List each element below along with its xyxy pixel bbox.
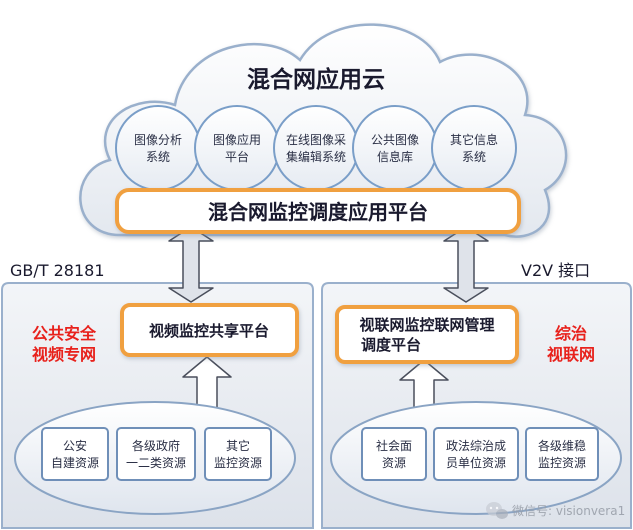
resource-box-other-monitoring: 其它 监控资源 — [204, 427, 272, 481]
resource-box-label: 各级政府 — [132, 438, 180, 453]
vision-network-platform-label: 视联网监控联网管理 — [359, 316, 494, 334]
video-sharing-platform-box — [120, 303, 299, 357]
resource-box-social: 社会面 资源 — [361, 427, 427, 481]
vision-network-platform-label: 调度平台 — [361, 336, 421, 354]
app-circle-label: 图像分析 — [134, 133, 182, 147]
video-sharing-platform-label: 视频监控共享平台 — [149, 322, 269, 340]
right-network-name: 综治 — [555, 324, 587, 343]
hybrid-dispatch-platform-bar — [115, 188, 521, 234]
resource-box-label: 员单位资源 — [446, 455, 506, 470]
left-resource-list: 公安 自建资源 各级政府 一二类资源 其它 监控资源 — [41, 427, 272, 481]
app-circle-label: 图像应用 — [213, 132, 261, 147]
resource-box-label: 一二类资源 — [126, 456, 186, 470]
app-circle-image-application: 图像应用 平台 — [194, 105, 280, 191]
left-network-name: 视频专网 — [32, 345, 96, 364]
hybrid-dispatch-platform-label: 混合网监控调度应用平台 — [208, 200, 428, 224]
app-circle-public-image-library: 公共图像 信息库 — [352, 105, 438, 191]
cloud-app-list: 图像分析 系统 图像应用 平台 在线图像采 集编辑系统 公共图像 信息库 其它信… — [115, 105, 517, 191]
resource-box-label: 各级维稳 — [538, 438, 586, 453]
app-circle-label: 其它信息 — [450, 132, 498, 147]
left-double-arrow — [168, 226, 214, 303]
app-circle-label: 在线图像采 — [286, 133, 346, 147]
right-standard-label: V2V 接口 — [521, 261, 590, 280]
watermark-text: 微信号: visionvera1 — [512, 504, 625, 518]
app-circle-label: 系统 — [462, 150, 486, 164]
resource-box-political-legal: 政法综治成 员单位资源 — [433, 427, 519, 481]
right-network-name: 视联网 — [547, 345, 595, 364]
resource-box-label: 政法综治成 — [446, 439, 506, 453]
resource-box-label: 公安 — [63, 438, 87, 453]
right-double-arrow — [443, 226, 489, 303]
app-circle-label: 信息库 — [377, 149, 413, 164]
vision-network-platform-box — [335, 305, 519, 364]
app-circle-label: 平台 — [225, 149, 249, 164]
resource-box-label: 社会面 — [376, 438, 412, 453]
app-circle-other-info-system: 其它信息 系统 — [431, 105, 517, 191]
resource-box-label: 资源 — [382, 456, 406, 470]
app-circle-label: 公共图像 — [371, 133, 419, 147]
app-circle-label: 集编辑系统 — [286, 149, 346, 164]
right-resource-list: 社会面 资源 政法综治成 员单位资源 各级维稳 监控资源 — [361, 427, 599, 481]
resource-box-label: 监控资源 — [214, 456, 262, 470]
resource-box-label: 自建资源 — [51, 456, 99, 470]
left-network-name: 公共安全 — [32, 324, 97, 343]
resource-box-stability: 各级维稳 监控资源 — [525, 427, 599, 481]
resource-box-police: 公安 自建资源 — [41, 427, 109, 481]
app-circle-label: 系统 — [146, 150, 170, 164]
app-circle-image-analysis: 图像分析 系统 — [115, 105, 201, 191]
resource-box-label: 监控资源 — [538, 456, 586, 470]
wechat-icon — [486, 502, 508, 519]
resource-box-label: 其它 — [226, 438, 250, 453]
left-standard-label: GB/T 28181 — [10, 261, 105, 280]
cloud-title: 混合网应用云 — [247, 66, 385, 93]
app-circle-online-image-editing: 在线图像采 集编辑系统 — [273, 105, 359, 191]
resource-box-government: 各级政府 一二类资源 — [116, 427, 196, 481]
